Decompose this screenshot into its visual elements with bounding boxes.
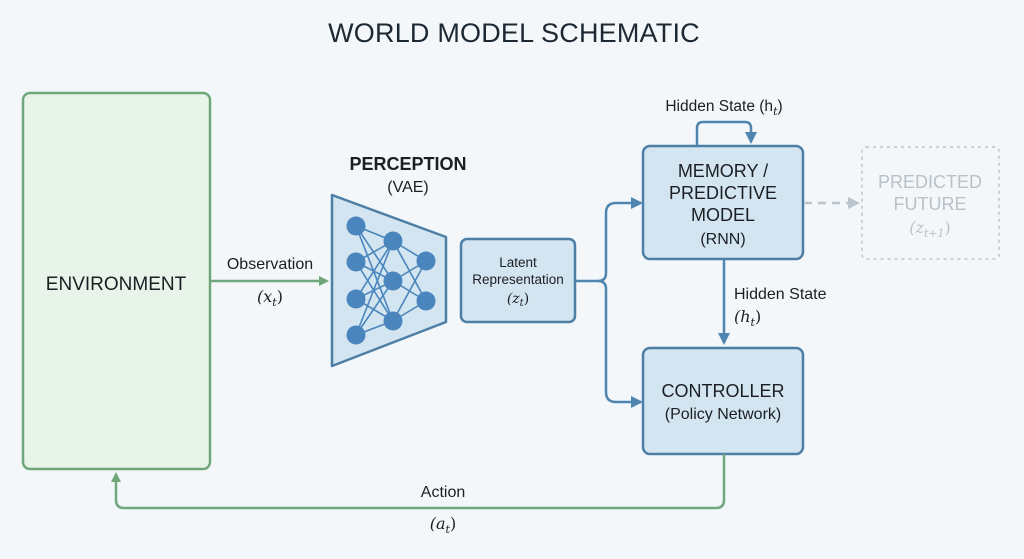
action-label: Action [421,484,465,501]
vae-neuron [383,311,403,331]
action-symbol: (at) [430,514,456,536]
hidden-state-down-symbol: (ht) [734,307,761,329]
diagram-title: WORLD MODEL SCHEMATIC [328,18,700,48]
latent-symbol: (zt) [507,291,529,309]
vae-neuron [383,231,403,251]
predicted-future-node: PREDICTED FUTURE (zt+1) [861,146,1000,260]
predicted-future-box [861,146,1000,260]
vae-neuron [383,271,403,291]
predicted-symbol: (zt+1) [909,218,951,240]
memory-line2: PREDICTIVE [669,183,777,203]
environment-label: ENVIRONMENT [46,274,187,295]
hidden-state-down-edge: Hidden State (ht) [718,259,827,345]
hidden-state-loop-arrow [695,120,757,146]
controller-box [641,346,805,456]
predicted-line2: FUTURE [894,194,967,214]
vae-neuron [346,325,366,345]
latent-branch-edges [575,197,643,408]
hidden-state-loop-label: Hidden State (ht) [665,98,782,118]
latent-to-controller-arrow [597,279,643,408]
observation-edge: Observation (xt) [210,256,329,309]
vae-connection [355,240,394,336]
latent-line2: Representation [472,272,564,287]
latent-node: Latent Representation (zt) [459,237,577,324]
vae-neuron [416,291,436,311]
memory-line3: MODEL [691,205,755,225]
action-arrow [111,454,726,510]
vae-neuron [346,252,366,272]
vae-connection [392,260,427,322]
perception-node: PERCEPTION (VAE) [330,154,467,368]
vae-connection [355,225,394,322]
memory-node: Hidden State (ht) MEMORY / PREDICTIVE MO… [641,98,805,261]
vae-neuron [346,289,366,309]
hidden-state-down-label: Hidden State [734,286,827,303]
vae-connection [355,280,394,336]
controller-node: CONTROLLER (Policy Network) [641,346,805,456]
controller-line2: (Policy Network) [665,406,781,423]
memory-line4: (RNN) [700,231,745,248]
vae-neuron [416,251,436,271]
action-edge: Action (at) [111,454,726,536]
perception-subtitle: (VAE) [387,179,428,196]
observation-symbol: (xt) [257,287,283,309]
perception-title: PERCEPTION [349,154,466,174]
observation-label: Observation [227,256,313,273]
latent-to-memory-arrow [575,197,643,283]
vae-neural-network-icon [346,216,436,345]
vae-connection [355,225,394,282]
vae-neuron [346,216,366,236]
memory-line1: MEMORY / [678,161,768,181]
latent-line1: Latent [499,255,537,270]
environment-node: ENVIRONMENT [21,91,212,471]
vae-connection [355,240,394,300]
predicted-line1: PREDICTED [878,172,982,192]
controller-line1: CONTROLLER [661,381,784,401]
vae-connection [355,261,394,322]
